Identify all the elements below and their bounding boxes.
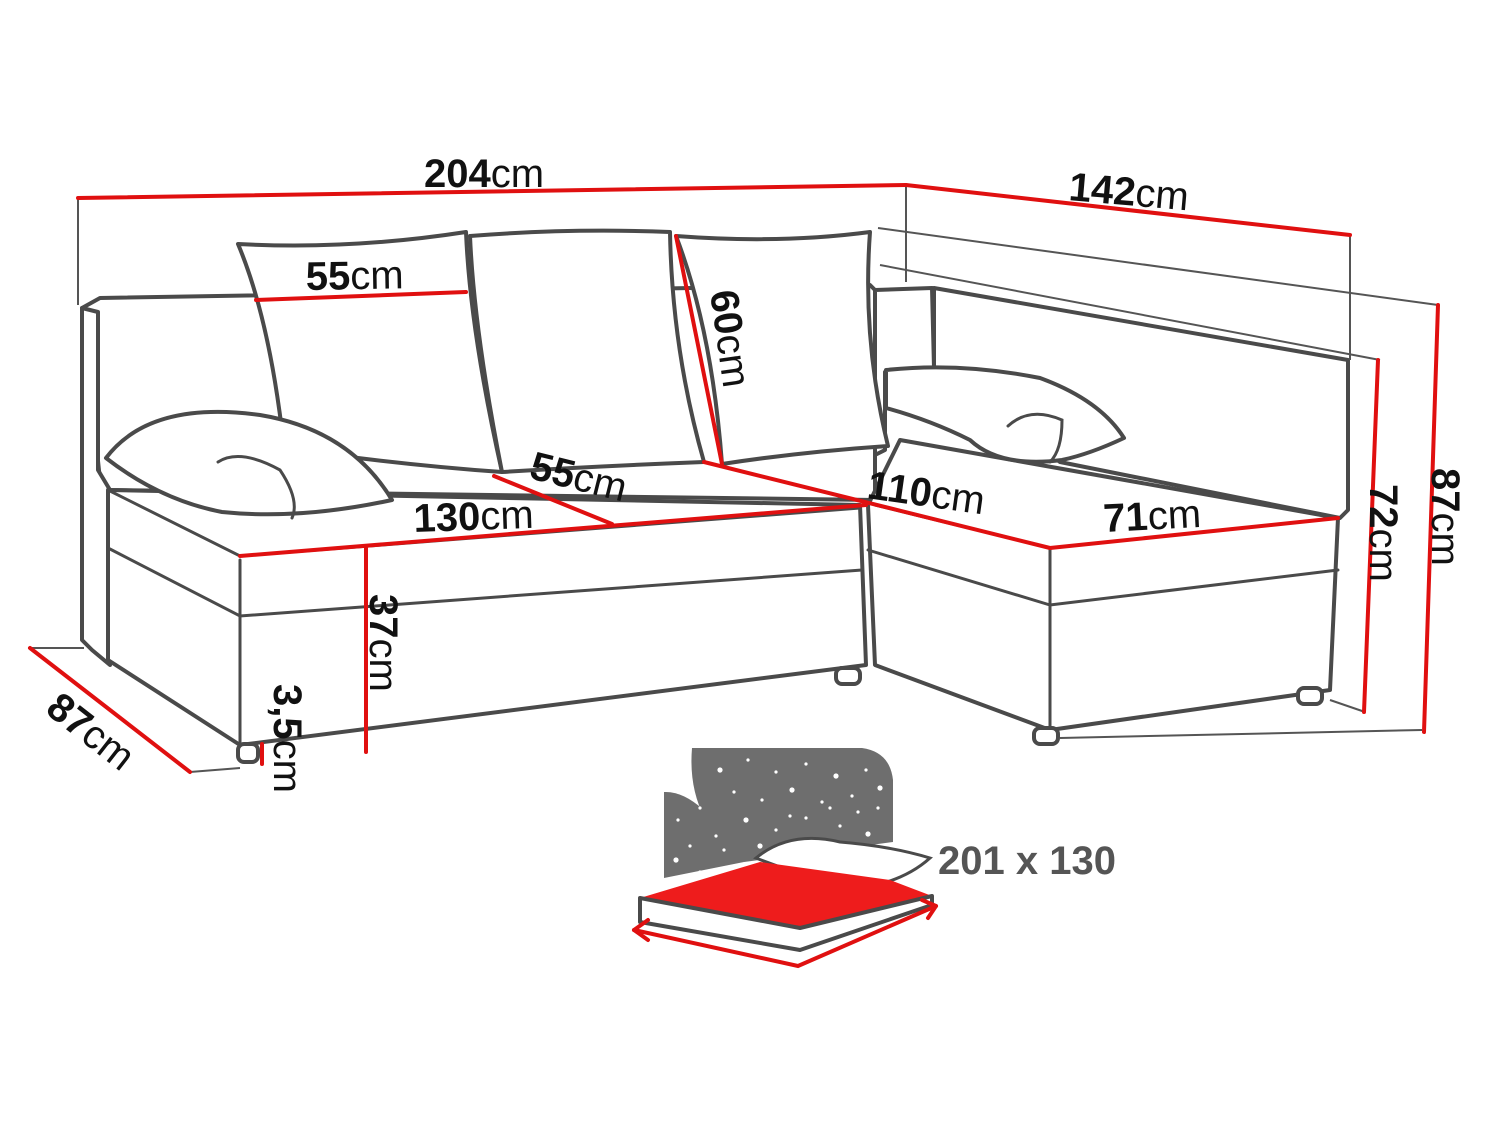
dim-line-chaise-seat-width [1048,516,1340,550]
label-depth: 87cm [38,684,142,779]
label-leg-height: 3,5cm [265,684,309,793]
star-icon [673,857,679,863]
star-icon [774,828,778,832]
star-icon [804,762,808,766]
star-icon [717,767,723,773]
star-icon [774,770,778,774]
star-icon [714,834,718,838]
star-icon [865,831,871,837]
star-icon [732,790,736,794]
star-icon [698,806,702,810]
back-cushion-right [674,230,890,466]
dim-line-seat-width [238,503,868,558]
star-icon [877,785,883,791]
dim-line-cushion-height [674,234,724,466]
leg-front-left [236,742,260,764]
dim-line-back-height-total [1422,303,1440,734]
label-cushion-width: 55cm [305,253,404,299]
dimension-labels: 204cm 142cm 55cm 60cm 55cm 130cm 110cm 7… [38,152,1467,793]
star-icon [820,800,824,804]
label-seat-width: 130cm [413,493,535,541]
dim-line-seat-depth [492,474,614,526]
extension-lines [28,185,1439,773]
star-icon [788,814,792,818]
dim-line-chaise-seat-length [702,460,1052,550]
bed-size-arrow [632,904,938,969]
dim-line-chaise-length [904,183,1352,237]
star-icon [757,843,763,849]
star-icon [850,794,854,798]
label-total-width: 204cm [424,152,544,196]
back-cushion-middle [468,228,706,474]
label-chaise-seat-width: 71cm [1102,492,1202,541]
label-back-height-total: 87cm [1423,468,1467,566]
star-icon [876,806,880,810]
dim-line-total-width [76,183,908,200]
dim-line-cushion-width [254,290,468,302]
star-icon [676,818,680,822]
label-seat-depth: 55cm [526,444,632,510]
star-icon [864,768,868,772]
star-icon [698,870,702,874]
label-seat-height: 37cm [361,594,405,692]
star-icon [828,806,832,810]
label-cushion-height: 60cm [701,287,758,390]
leg-chaise-front [1032,726,1060,746]
star-icon [743,817,749,823]
star-icon [838,824,842,828]
star-icon [833,773,839,779]
leg-mid [834,666,862,686]
sofa-illustration [80,228,1350,764]
star-icon [722,848,726,852]
star-icons [673,758,883,874]
throw-pillow-left [104,409,394,517]
chaise-seat [866,438,1340,732]
dimension-lines [28,183,1440,774]
label-chaise-length: 142cm [1067,165,1190,219]
leg-chaise-back [1296,686,1324,706]
seat-base [106,488,868,747]
sleeping-area-label: 201 x 130 [938,839,1116,883]
star-icon [856,810,860,814]
label-back-height-inner: 72cm [1361,484,1405,582]
sleeping-area-icon: 201 x 130 [632,748,1116,969]
label-chaise-seat-length: 110cm [865,463,988,523]
star-icon [746,758,750,762]
night-sky-left-panel [664,791,744,878]
night-sky-icon [691,748,893,862]
star-icon [760,798,764,802]
star-icon [688,844,692,848]
throw-pillow-right [884,365,1126,464]
star-icon [789,787,795,793]
dim-line-depth [28,646,192,774]
star-icon [804,816,808,820]
dim-line-back-height-inner [1362,358,1380,714]
